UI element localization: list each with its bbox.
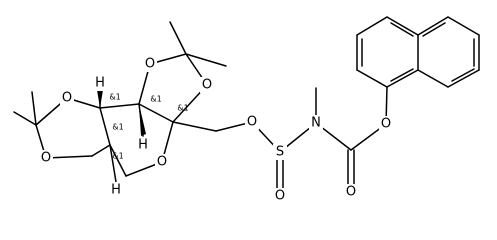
atom-oxygen-left-top: O [62,91,72,106]
atom-group: O O O O O O S O N O O H H H [39,56,393,204]
bond-naph-7 [417,16,449,36]
bond-ring-5 [109,144,127,177]
atom-nitrogen: N [311,116,321,131]
wedge-bond-1 [97,90,103,108]
bond-naph-4 [386,16,419,36]
bond-naph-db-6 [451,68,475,82]
bond-ring-2 [138,103,174,123]
atom-oxygen-upper-right: O [202,78,212,93]
bond-fused-bottom [91,144,111,157]
bond-naph-db-2 [390,22,414,37]
atom-oxygen-left-bottom: O [41,151,51,166]
bond-naph-1 [356,69,388,88]
stereo-label-3: &1 [112,123,123,132]
bond-me-b [31,91,37,126]
stereo-label-5: &1 [112,152,123,161]
bond-ch2 [172,121,217,132]
atom-hydrogen-top: H [95,76,105,91]
bond-naph-8 [447,16,480,36]
bond-o-ch-bottom [45,155,93,159]
atom-oxygen-carbonyl: O [346,185,356,200]
atom-oxygen-sulfinate: O [247,115,257,130]
stereo-label-2: &1 [150,95,161,104]
stereo-label-4: &1 [177,104,188,113]
bond-h-bot [109,144,117,183]
atom-sulfur: S [276,145,284,160]
bond-naph-11 [417,69,449,88]
bond-me-c [169,21,187,55]
atom-oxygen-ester: O [381,117,391,132]
atom-oxygen-ring: O [157,155,167,170]
atom-hydrogen-bottom: H [111,183,121,198]
bond-me-a [13,111,37,126]
bond-naph-10 [447,69,480,88]
bond-ch-ch-fused [99,107,111,146]
wedge-bond-2 [139,104,146,136]
stereo-label-group: &1 &1 &1 &1 &1 [109,93,188,161]
molecule-structure: O O O O O O S O N O O H H H &1 &1 &1 &1 [13,16,480,204]
bond-naph-3 [356,16,388,36]
atom-oxygen-upper-left: O [145,57,155,72]
bond-me-d [185,53,227,67]
bond-naph-db-5 [422,22,446,37]
bond-naph-db-3 [390,68,414,82]
bond-group [13,16,480,191]
bond-ring-1 [99,103,140,109]
bond-naph-6 [386,69,419,88]
atom-oxygen-sulfinyl: O [275,189,285,204]
stereo-label-1: &1 [109,93,120,102]
atom-hydrogen-mid: H [138,138,148,153]
wedge-group [97,90,146,136]
